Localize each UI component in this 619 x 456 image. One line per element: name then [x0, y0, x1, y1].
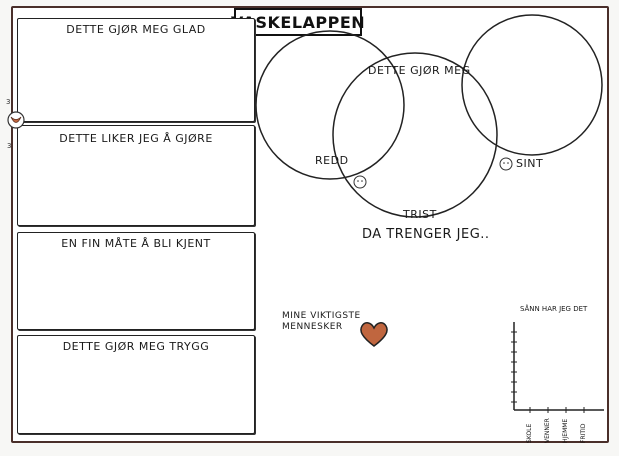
box-liker-label: DETTE LIKER JEG Å GJØRE [59, 132, 213, 145]
svg-text:3: 3 [7, 142, 11, 150]
graph-x-label-skole: SKOLE [526, 423, 533, 443]
circle-trist [332, 52, 498, 218]
graph-title: SÅNN HAR JEG DET [520, 305, 588, 313]
box-glad-label: DETTE GJØR MEG GLAD [66, 23, 206, 36]
graph-x-label-venner: VENNER [544, 418, 551, 443]
label-trist: TRIST [403, 208, 437, 221]
face-icon [499, 157, 513, 171]
graph-x-label-fritid: FRITID [580, 423, 587, 443]
box-bli-kjent-label: EN FIN MÅTE Å BLI KJENT [61, 237, 211, 250]
important-people-line1: MINE VIKTIGSTE [282, 311, 361, 321]
emotion-circles [255, 14, 603, 218]
circle-redd [255, 30, 405, 180]
svg-text:3: 3 [6, 98, 10, 106]
label-redd: REDD [315, 154, 349, 167]
heart-icon [360, 322, 388, 347]
box-glad[interactable]: DETTE GJØR MEG GLAD [17, 18, 255, 122]
small-face-icon [353, 175, 367, 189]
label-sint: SINT [516, 157, 544, 170]
box-trygg[interactable]: DETTE GJØR MEG TRYGG [17, 335, 255, 434]
important-people-line2: MENNESKER [282, 322, 343, 332]
box-trygg-label: DETTE GJØR MEG TRYGG [62, 340, 210, 353]
graph-x-label-hjemme: HJEMME [562, 418, 569, 443]
graph-axes [511, 322, 604, 413]
box-bli-kjent[interactable]: EN FIN MÅTE Å BLI KJENT [17, 232, 255, 330]
box-liker[interactable]: DETTE LIKER JEG Å GJØRE [17, 125, 255, 226]
circles-top-label: DETTE GJØR MEG [368, 64, 471, 77]
circle-sint [461, 14, 603, 156]
page-title: VASKELAPPEN [231, 8, 365, 36]
needs-text: DA TRENGER JEG.. [362, 227, 490, 242]
clip-icon: 3 3 [6, 98, 25, 150]
